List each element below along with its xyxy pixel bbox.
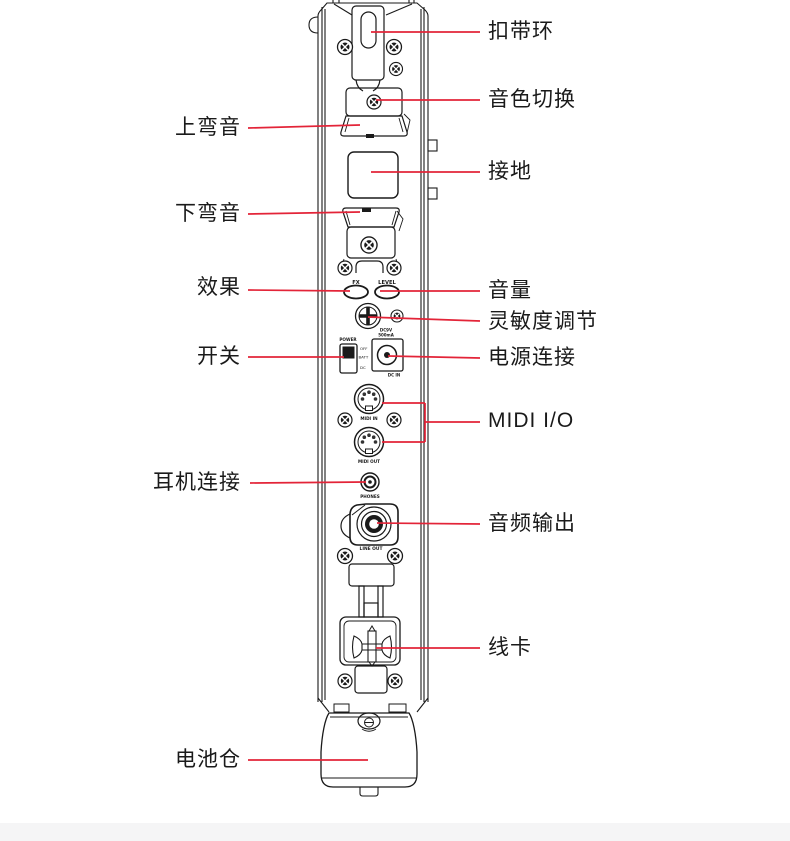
- screw-icon: [337, 260, 353, 276]
- label-power-connect: 电源连接: [488, 346, 576, 369]
- screw-icon: [387, 673, 403, 689]
- battery-door: [320, 703, 418, 797]
- screw-icon: [337, 412, 353, 428]
- midi-in-marking: MIDI IN: [360, 416, 378, 421]
- dc-jack: DC9V 500mA DC IN: [371, 328, 404, 378]
- level-marking: LEVEL: [378, 280, 396, 286]
- bottom-gray-band: [0, 823, 790, 841]
- screw-icon: [386, 547, 404, 565]
- label-volume: 音量: [488, 279, 532, 302]
- cable-clip: [339, 616, 401, 667]
- phones-marking: PHONES: [360, 494, 380, 499]
- label-cable-clip: 线卡: [488, 636, 532, 659]
- screw-icon: [366, 94, 382, 110]
- midi-in-port: [353, 383, 385, 415]
- label-headphone: 耳机连接: [153, 471, 241, 494]
- door-latch: [359, 787, 379, 797]
- leader-midi-io: [382, 402, 480, 443]
- label-bend-down: 下弯音: [175, 202, 241, 225]
- dc9v-marking: DC9V: [380, 328, 393, 333]
- ground-pad: [347, 151, 399, 199]
- leader-audio-out: [376, 522, 481, 525]
- lower-recess: [354, 665, 388, 694]
- leader-effect: [247, 289, 351, 292]
- screw-icon: [336, 547, 354, 565]
- screw-icon: [386, 260, 402, 276]
- panel-slot: [348, 563, 395, 618]
- screw-icon: [336, 38, 354, 56]
- screw-icon: [388, 61, 404, 77]
- screw-icon: [386, 412, 402, 428]
- screw-icon: [385, 38, 403, 56]
- right-tab-upper: [427, 139, 438, 152]
- off-marking: OFF: [360, 346, 368, 351]
- strap-ring-slot: [360, 11, 377, 49]
- fx-dial: [343, 284, 369, 300]
- callout-lines: [247, 31, 481, 761]
- power-marking: POWER: [339, 337, 357, 342]
- label-bend-up: 上弯音: [175, 116, 241, 139]
- label-effect: 效果: [197, 276, 241, 299]
- level-dial: [374, 284, 400, 300]
- line-out-marking: LINE OUT: [360, 546, 383, 552]
- label-sensitivity: 灵敏度调节: [488, 310, 598, 333]
- dc-in-marking: DC IN: [388, 373, 400, 378]
- label-tone-switch: 音色切换: [488, 88, 576, 111]
- leader-power-connect: [387, 355, 481, 359]
- line-out-jack: [340, 503, 399, 546]
- label-battery: 电池仓: [175, 748, 241, 771]
- leader-bend-up: [247, 124, 361, 129]
- label-power-switch: 开关: [197, 345, 241, 368]
- label-audio-out: 音频输出: [488, 512, 576, 535]
- fx-marking: FX: [352, 280, 360, 286]
- label-strap-ring: 扣带环: [488, 20, 554, 43]
- label-midi-io: MIDI I/O: [488, 409, 575, 432]
- label-ground: 接地: [488, 160, 532, 183]
- dc-marking: DC: [360, 365, 366, 370]
- strap-bar: [351, 5, 385, 92]
- screw-icon: [337, 673, 353, 689]
- thumb-screw: [357, 712, 381, 730]
- leader-bend-down: [247, 211, 361, 215]
- midi-out-port: [353, 426, 385, 458]
- sensitivity-knob: [354, 302, 382, 330]
- screw-icon: [360, 236, 378, 254]
- power-switch: POWER OFF BATT DC: [339, 337, 369, 374]
- leader-sensitivity: [367, 316, 481, 322]
- ma500-marking: 500mA: [378, 333, 395, 338]
- leader-headphone: [249, 481, 367, 484]
- batt-marking: BATT: [359, 355, 369, 360]
- midi-out-marking: MIDI OUT: [358, 459, 380, 464]
- right-tab-lower: [427, 187, 438, 200]
- device-body: [308, 0, 438, 713]
- trim-screw: [390, 309, 404, 323]
